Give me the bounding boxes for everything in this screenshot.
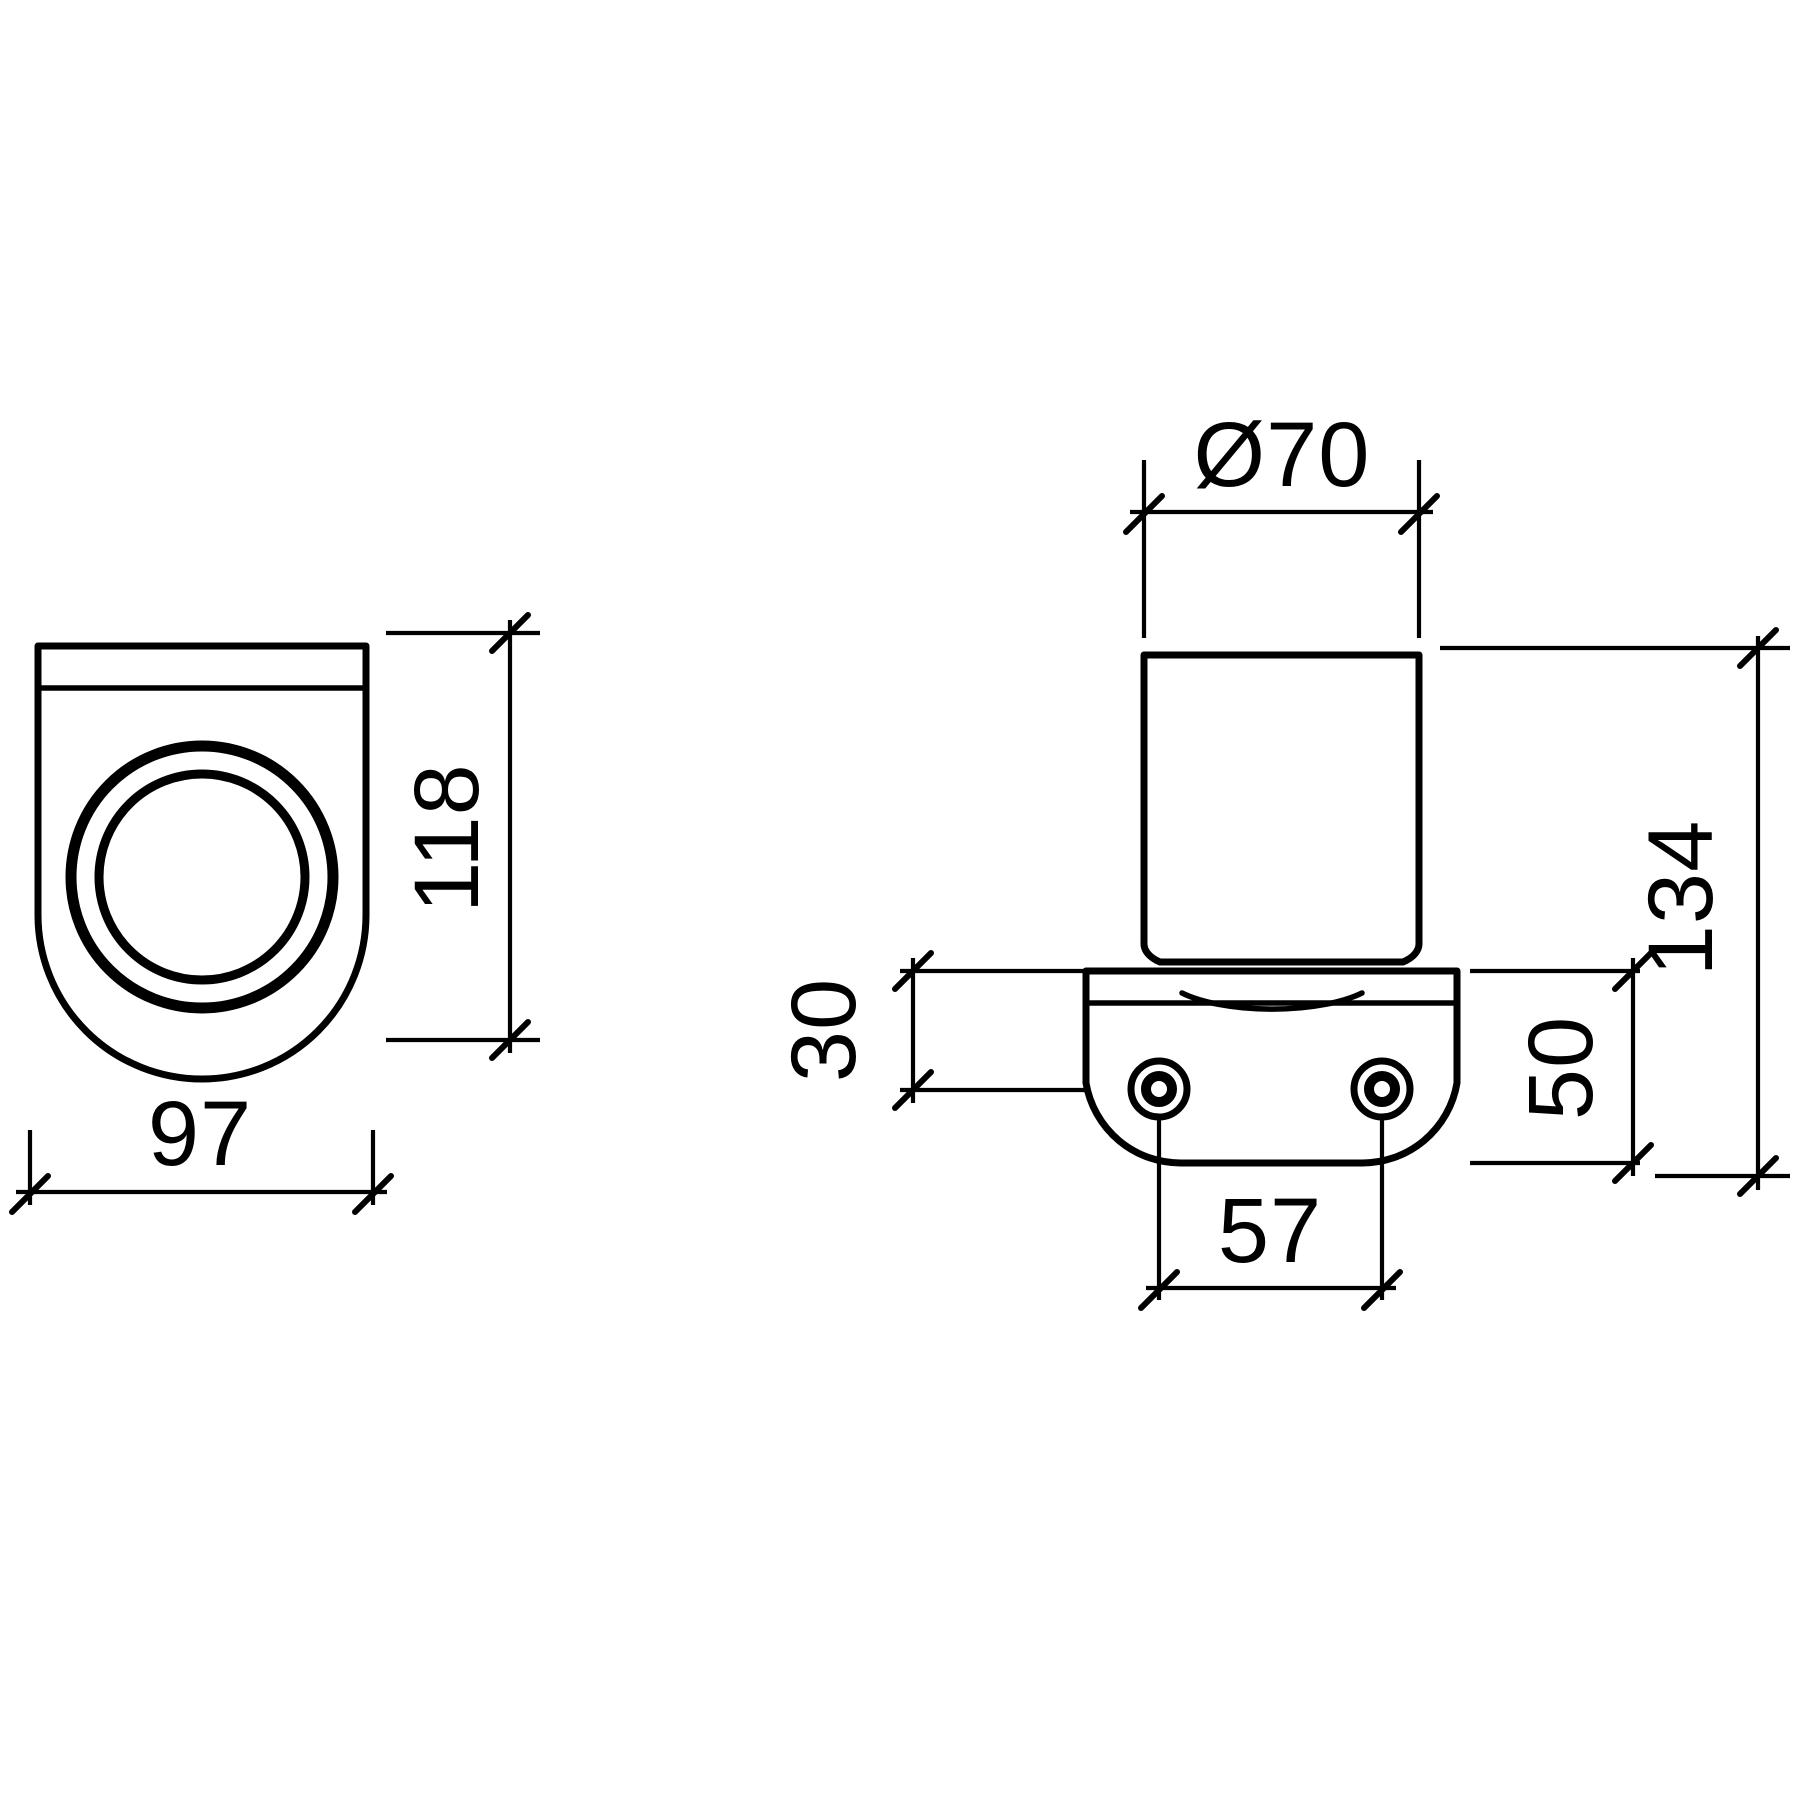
tumbler-side-outline — [1140, 651, 1423, 966]
dim-tick-134-bottom — [1737, 1155, 1779, 1197]
tumbler-inner-ring — [94, 769, 310, 985]
dim-tick-57-right — [1361, 1269, 1403, 1311]
dim-label-97: 97 — [148, 1083, 252, 1185]
dim-tick-97-right — [352, 1173, 394, 1215]
dim-label-118: 118 — [396, 763, 498, 913]
front-view-group: 118 97 — [9, 612, 540, 1215]
front-view-body-outline — [34, 642, 370, 1083]
bracket-side-outline — [1082, 967, 1461, 1167]
dim-tick-50-top — [1612, 950, 1654, 992]
dim-tick-30-bottom — [892, 1069, 934, 1111]
dim-label-30: 30 — [773, 978, 875, 1082]
dim-label-57: 57 — [1218, 1180, 1322, 1282]
dim-label-134: 134 — [1630, 820, 1732, 977]
tumbler-outer-ring — [65, 740, 339, 1014]
dim-tick-50-bottom — [1612, 1142, 1654, 1184]
dim-tick-57-left — [1138, 1269, 1180, 1311]
side-view-group: Ø70 30 50 134 — [773, 404, 1790, 1311]
dim-tick-70-right — [1398, 493, 1440, 535]
dim-label-50: 50 — [1510, 1016, 1612, 1120]
dim-label-70: Ø70 — [1194, 404, 1371, 506]
dim-tick-30-top — [892, 950, 934, 992]
screw-hole-left-inner — [1141, 1071, 1177, 1107]
dim-tick-118-bottom — [489, 1019, 531, 1061]
dim-tick-118-top — [489, 612, 531, 654]
dim-tick-134-top — [1737, 627, 1779, 669]
dim-tick-70-left — [1123, 493, 1165, 535]
bracket-seat-curve — [1179, 990, 1365, 1012]
screw-hole-right-inner — [1364, 1071, 1400, 1107]
dim-tick-97-left — [9, 1173, 51, 1215]
